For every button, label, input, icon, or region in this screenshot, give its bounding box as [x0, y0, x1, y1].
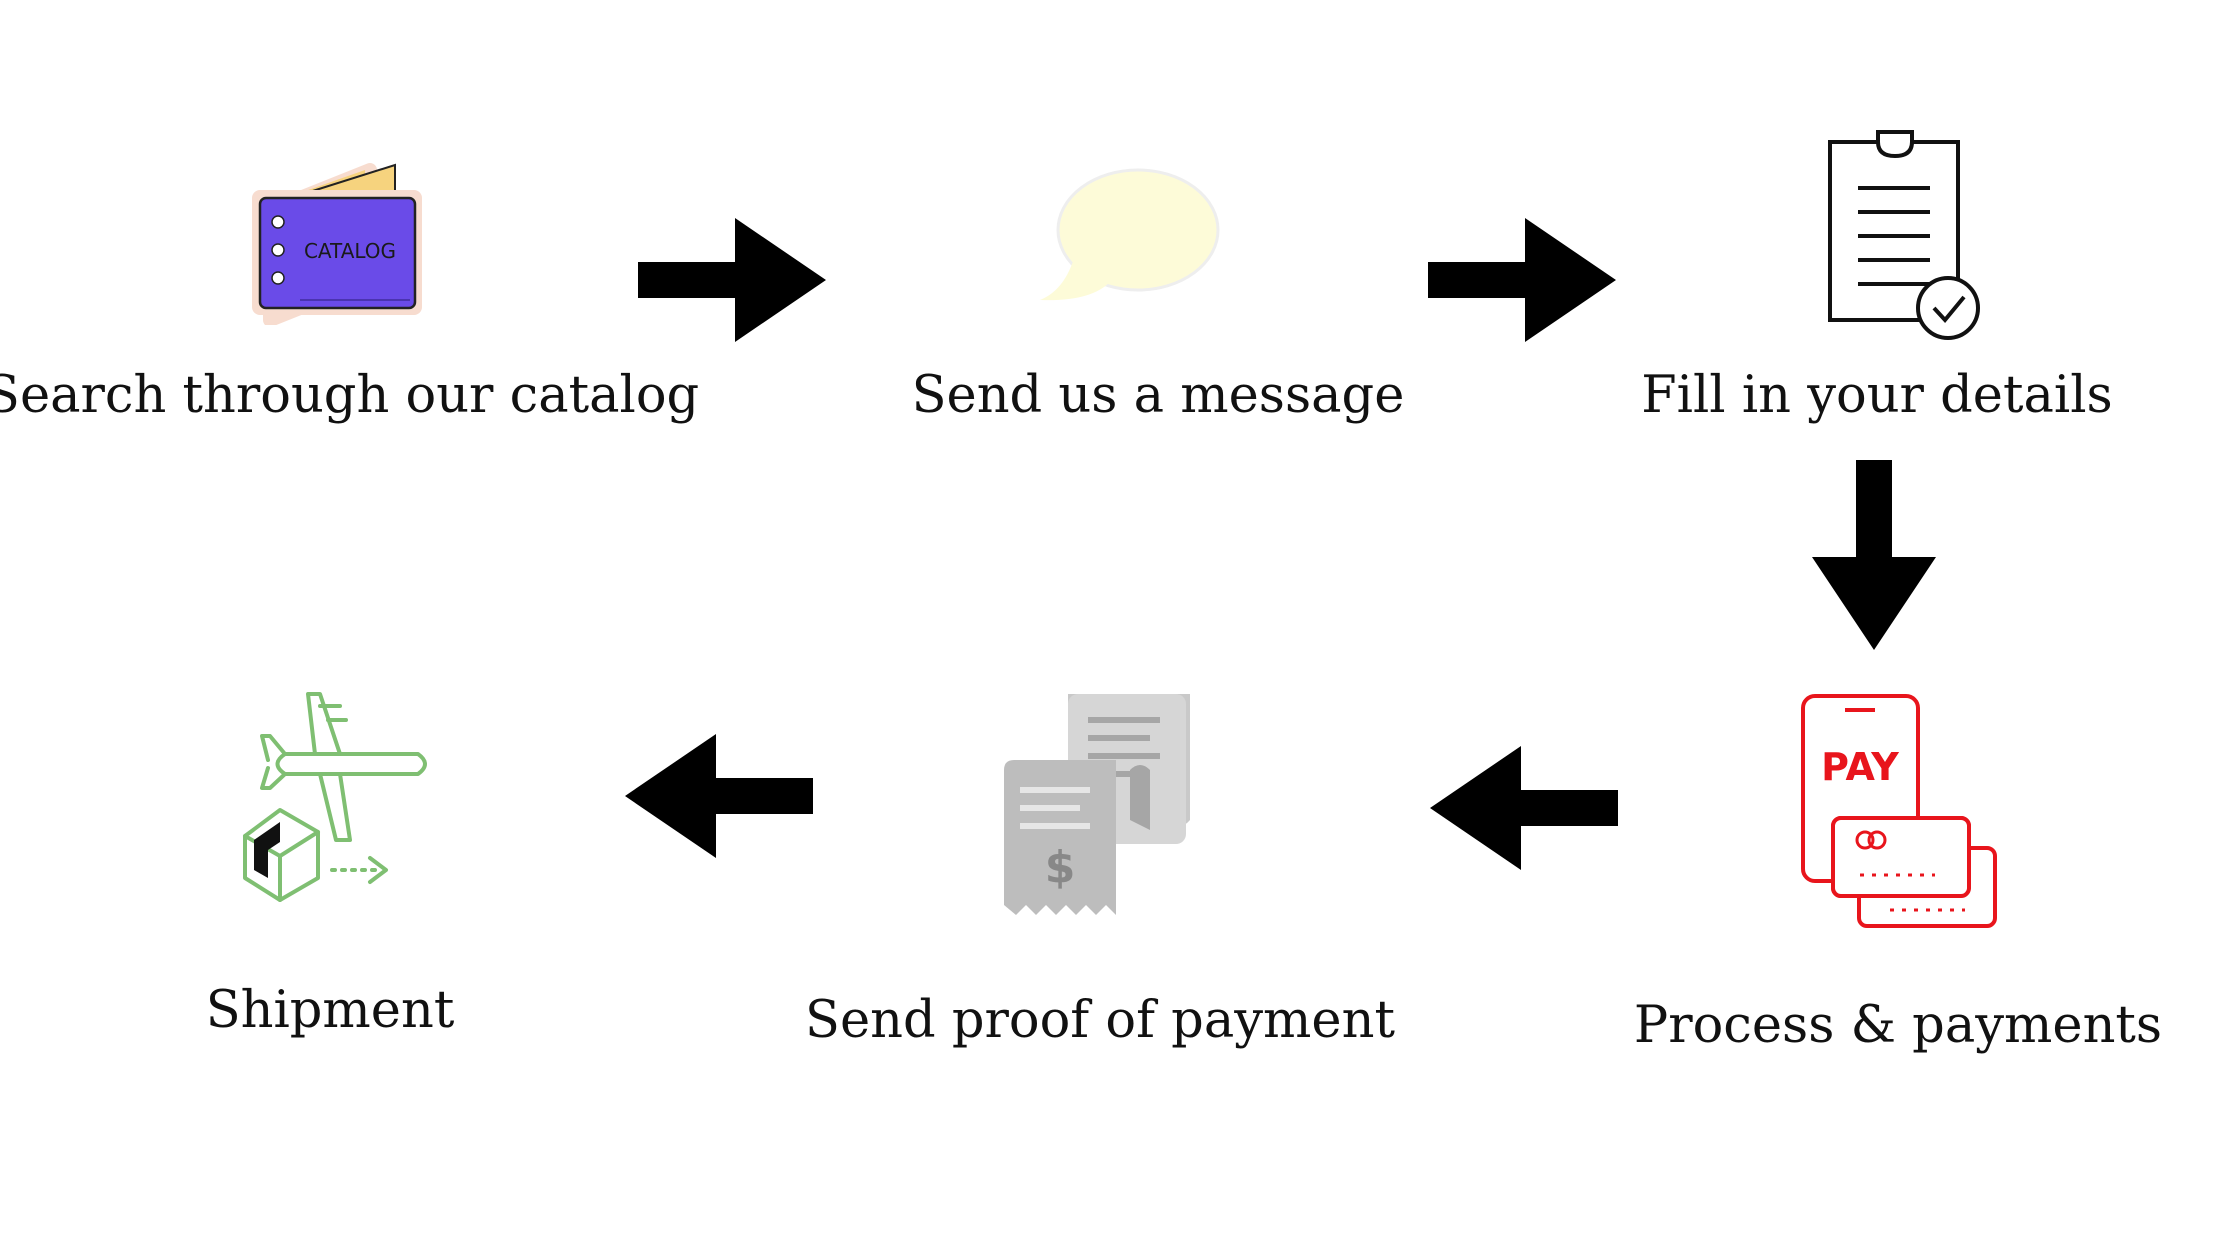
arrow-left-2 — [625, 734, 813, 858]
catalog-cover-text: CATALOG — [304, 239, 396, 263]
receipt-icon: $ — [1004, 694, 1190, 915]
arrow-right-2 — [1428, 218, 1616, 342]
airplane-package-icon — [243, 692, 427, 902]
phone-pay-card-icon: PAY — [1801, 694, 1997, 928]
step-label-message: Send us a message — [911, 366, 1405, 425]
arrow-down — [1812, 460, 1936, 650]
arrow-right-1 — [638, 218, 826, 342]
catalog-icon: CATALOG — [252, 163, 422, 325]
step-label-details: Fill in your details — [1641, 366, 2113, 425]
step-label-catalog: Search through our catalog — [0, 366, 700, 425]
step-label-shipment: Shipment — [205, 981, 455, 1040]
step-label-payments: Process & payments — [1633, 996, 2163, 1055]
step-label-proof: Send proof of payment — [805, 991, 1395, 1050]
dollar-symbol: $ — [1045, 842, 1076, 893]
clipboard-check-icon — [1828, 130, 1980, 340]
pay-text: PAY — [1821, 745, 1899, 789]
speech-bubble-icon — [1040, 168, 1220, 301]
arrow-left-1 — [1430, 746, 1618, 870]
